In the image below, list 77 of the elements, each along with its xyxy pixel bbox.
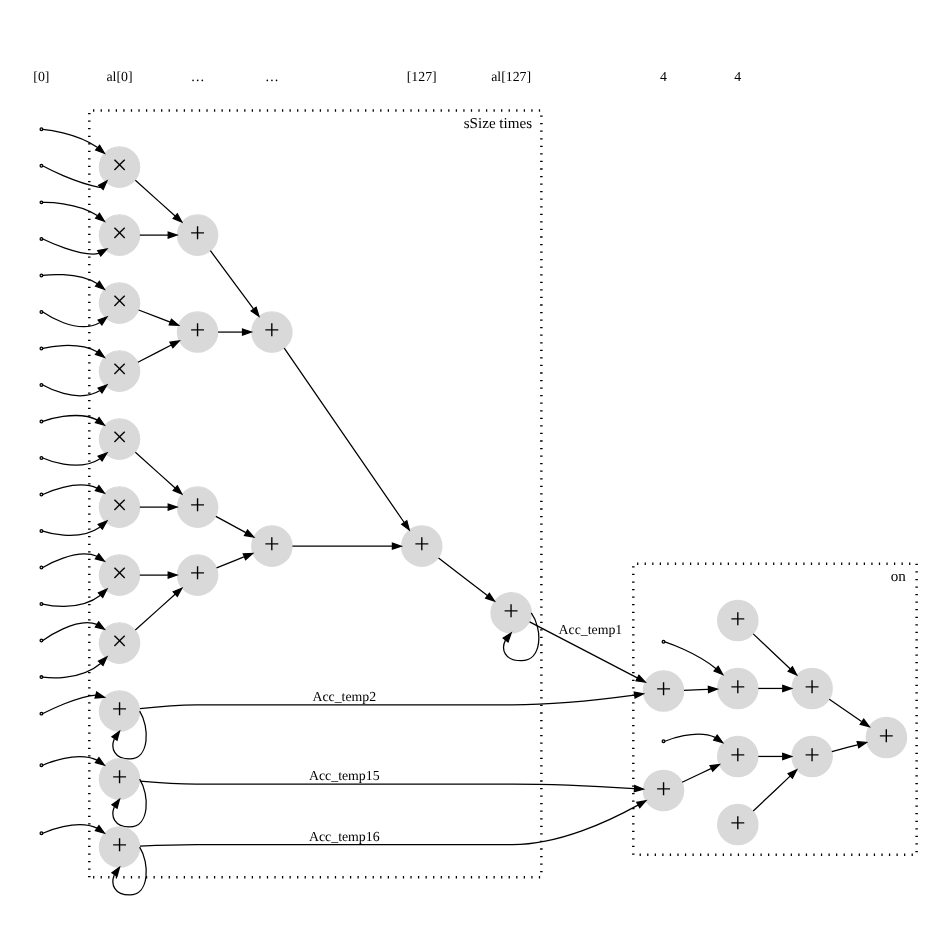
node-circle: +	[176, 213, 219, 255]
arrow	[139, 690, 646, 709]
arrow	[664, 640, 725, 675]
arrow	[134, 450, 184, 495]
arrow	[42, 483, 106, 495]
arrow	[42, 164, 109, 190]
arrow	[217, 327, 254, 336]
node-circle: +	[251, 310, 293, 352]
arrow	[42, 755, 106, 766]
arrow	[42, 619, 106, 641]
arrow	[110, 777, 147, 827]
arrow	[42, 518, 109, 536]
arrow	[42, 551, 106, 568]
arrow	[42, 654, 109, 678]
arrow	[209, 249, 261, 317]
node-circle: ×	[98, 621, 141, 663]
node-circle: +	[865, 715, 908, 758]
arrow	[42, 343, 106, 358]
arrow	[215, 551, 255, 568]
arrow	[42, 200, 106, 222]
arrow	[139, 798, 648, 846]
node-circle: +	[98, 689, 141, 731]
arrow	[139, 230, 179, 239]
arrow	[683, 684, 720, 693]
arrow	[291, 541, 404, 550]
arrow	[752, 632, 799, 676]
node-circle: +	[717, 598, 759, 641]
arrow	[42, 823, 106, 834]
node-circle: ×	[98, 485, 141, 527]
arrow	[134, 178, 184, 223]
arrow	[139, 779, 646, 792]
arrow	[137, 339, 181, 362]
node-circle: +	[791, 734, 833, 777]
arrow	[831, 740, 869, 752]
node-circle: +	[717, 734, 759, 777]
arrow	[42, 237, 109, 257]
node-circle: +	[791, 666, 833, 709]
node-circle: +	[642, 768, 685, 811]
node-circle: ×	[98, 417, 141, 459]
arrow	[757, 683, 794, 692]
arrow	[42, 586, 109, 606]
node-circle: +	[642, 669, 685, 711]
arrow	[42, 413, 106, 426]
arrow	[437, 556, 496, 602]
arrow	[110, 845, 147, 895]
arrow	[138, 308, 181, 325]
arrow	[664, 732, 725, 743]
node-circle: +	[176, 553, 219, 595]
node-circle: +	[98, 825, 141, 867]
node-circle: +	[490, 591, 532, 633]
arrow	[752, 767, 799, 811]
arrow	[283, 346, 411, 531]
arrow	[42, 310, 109, 327]
node-circle: +	[717, 666, 759, 709]
arrow	[42, 450, 109, 465]
node-circle: ×	[98, 553, 141, 595]
node-circle: +	[98, 757, 141, 799]
node-circle: ×	[98, 145, 141, 187]
arrow	[42, 127, 106, 154]
node-circle: +	[251, 524, 293, 566]
arrow	[681, 762, 722, 782]
node-circle: +	[176, 310, 219, 352]
arrow	[757, 751, 794, 760]
arrow	[42, 690, 107, 714]
arrow	[139, 570, 179, 579]
arrow	[42, 382, 109, 396]
arrow	[828, 697, 871, 727]
arrow	[110, 709, 147, 759]
arrow	[134, 585, 184, 630]
arrow	[502, 611, 540, 661]
node-circle: +	[717, 802, 759, 845]
node-circle: +	[400, 524, 443, 566]
arrow	[42, 272, 106, 290]
arrow	[528, 620, 647, 682]
arrow	[139, 502, 179, 511]
arrow	[215, 514, 256, 537]
node-circle: +	[176, 485, 219, 527]
